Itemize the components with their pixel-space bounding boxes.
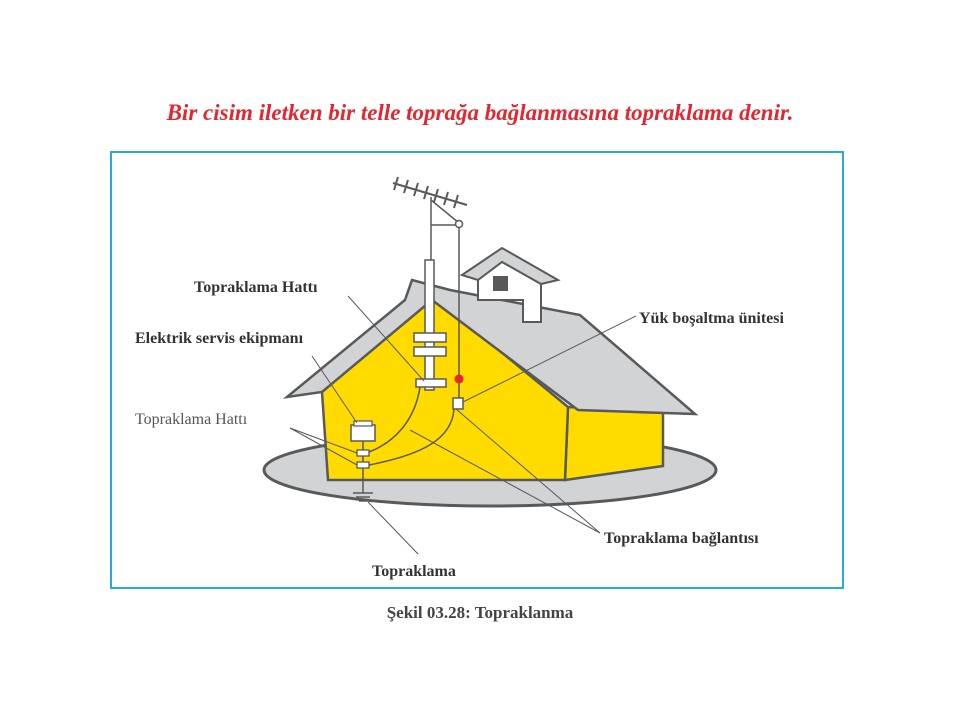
house-roof (282, 278, 699, 416)
ground-clamp-2 (356, 461, 370, 469)
figure-caption: Şekil 03.28: Topraklanma (386, 603, 574, 622)
mast-clamp-1 (413, 332, 447, 343)
ground-symbol (353, 488, 373, 502)
mast-base (415, 378, 447, 388)
label-grounding: Topraklama (372, 563, 456, 580)
dormer-roof (459, 246, 561, 286)
house-side-wall (563, 405, 665, 482)
label-grounding-line-top: Topraklama Hattı (194, 279, 318, 296)
tv-antenna (392, 176, 468, 378)
label-surge-unit: Yük boşaltma ünitesi (639, 310, 784, 327)
label-electric-service: Elektrik servis ekipmanı (135, 330, 304, 347)
label-grounding-line-left: Topraklama Hattı (135, 411, 248, 428)
ground-clamp-1 (356, 449, 370, 457)
surge-unit-box (452, 397, 464, 410)
label-grounding-connection: Topraklama bağlantısı (604, 530, 759, 547)
antenna-mast (424, 259, 435, 391)
antenna-junction (454, 219, 464, 229)
mast-clamp-2 (413, 346, 447, 357)
headline: Bir cisim iletken bir telle toprağa bağl… (166, 100, 794, 125)
service-box (350, 424, 376, 442)
figure-frame (110, 151, 844, 589)
arrester-dot (454, 374, 464, 384)
dormer-window (493, 276, 508, 291)
